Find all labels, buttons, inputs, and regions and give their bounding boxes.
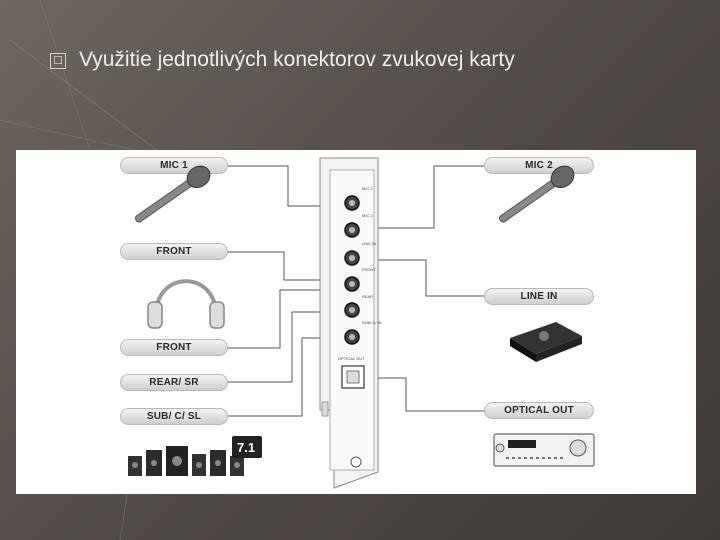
card-label-mic1: MIC 1 bbox=[362, 186, 373, 191]
sound-card-diagram: MIC 1 FRONT FRONT REAR/ SR SUB/ C/ SL MI… bbox=[16, 150, 696, 494]
microphone-icon bbox=[134, 165, 211, 223]
label-front-2: FRONT bbox=[120, 339, 228, 356]
speaker-badge: 7.1 bbox=[237, 440, 255, 455]
label-front: FRONT bbox=[120, 243, 228, 260]
sound-card-bracket bbox=[319, 157, 379, 489]
bullet-icon: ☐ bbox=[50, 53, 66, 69]
card-label-sub: SUB/ C/ SL bbox=[362, 320, 383, 325]
label-optical-out: OPTICAL OUT bbox=[484, 402, 594, 419]
label-sub-c-sl: SUB/ C/ SL bbox=[120, 408, 228, 425]
diagram-graphics: MIC 1 MIC 2 LINE IN FRONT REAR SUB/ C/ S… bbox=[128, 157, 595, 489]
bracket-screw-hole bbox=[350, 456, 362, 468]
card-label-optical: OPTICAL OUT bbox=[338, 356, 365, 361]
label-line-in: LINE IN bbox=[484, 288, 594, 305]
card-label-rear: REAR bbox=[362, 294, 373, 299]
microphone-icon bbox=[498, 165, 575, 223]
card-label-line-in: LINE IN bbox=[362, 241, 376, 246]
line-in-device-icon bbox=[510, 322, 582, 362]
speaker-system-icon: 7.1 bbox=[128, 436, 262, 476]
audio-jacks bbox=[341, 195, 365, 468]
card-label-mic2: MIC 2 bbox=[362, 213, 373, 218]
card-label-front: FRONT bbox=[362, 267, 376, 272]
av-receiver-icon bbox=[493, 433, 595, 467]
label-rear-sr: REAR/ SR bbox=[120, 374, 228, 391]
slide-title: Využitie jednotlivých konektorov zvukove… bbox=[79, 48, 515, 71]
headphones-icon bbox=[147, 279, 225, 329]
